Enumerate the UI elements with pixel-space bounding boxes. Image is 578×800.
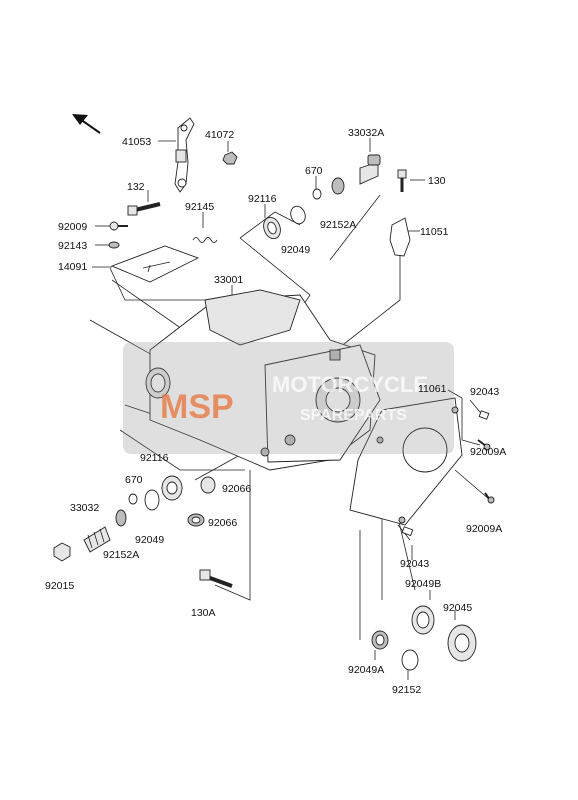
shift-lever-arm-41053: [174, 117, 195, 193]
seal-92049A: [371, 630, 389, 650]
cover-plate-14091: [110, 245, 200, 283]
bolt-130A: [199, 569, 233, 588]
bracket-11051: [389, 217, 411, 257]
label-130A: 130A: [191, 607, 216, 619]
label-92009: 92009: [58, 221, 87, 233]
gasket-cover-11061: [349, 397, 463, 526]
label-92066-1: 92066: [222, 483, 251, 495]
spring-92145: [192, 237, 218, 243]
seal-92049-bottom: [144, 489, 160, 511]
label-92009A-1: 92009A: [470, 446, 506, 458]
label-33032: 33032: [70, 502, 99, 514]
label-92043-top: 92043: [470, 386, 499, 398]
collar-92152A-top: [331, 177, 345, 195]
bearing-92116-top: [263, 216, 281, 240]
nut-41072: [222, 151, 238, 165]
screw-92009A-1: [477, 439, 491, 451]
label-92116-top: 92116: [248, 193, 277, 205]
pin-92043-bottom: [401, 526, 414, 537]
bolt-132: [127, 202, 161, 216]
label-92049-bottom: 92049: [135, 534, 164, 546]
collar-92152A-bottom: [115, 509, 127, 527]
watermark: MSP MOTORCYCLE SPAREPARTS: [123, 342, 454, 454]
screw-92009: [109, 221, 128, 231]
shaft-33032A: [359, 154, 381, 185]
screw-92009A-2: [484, 492, 495, 504]
washer-92143: [108, 241, 120, 249]
label-33001: 33001: [214, 274, 243, 286]
bearing-92116-bottom: [161, 475, 183, 501]
part-labels: 41053 41072 132 92145 92009 92143 14091 …: [45, 127, 506, 696]
label-41053: 41053: [122, 136, 151, 148]
label-670-top: 670: [305, 165, 323, 177]
svg-text:SPAREPARTS: SPAREPARTS: [300, 407, 407, 424]
svg-text:MSP: MSP: [160, 388, 234, 426]
label-92049B: 92049B: [405, 578, 441, 590]
label-11051: 11051: [420, 226, 449, 238]
label-92009A-2: 92009A: [466, 523, 502, 535]
transmission-case-33001: [145, 289, 381, 471]
label-130: 130: [428, 175, 446, 187]
label-92049A: 92049A: [348, 664, 384, 676]
label-92152A-bottom: 92152A: [103, 549, 139, 561]
oring-670-bottom: [128, 493, 138, 505]
label-92152: 92152: [392, 684, 421, 696]
label-92045: 92045: [443, 602, 472, 614]
shaft-33032: [83, 526, 111, 553]
label-41072: 41072: [205, 129, 234, 141]
seal-92049-top: [290, 205, 306, 225]
label-92015: 92015: [45, 580, 74, 592]
front-direction-arrow-icon: [72, 114, 101, 134]
label-92143: 92143: [58, 240, 87, 252]
label-11061: 11061: [418, 383, 447, 395]
label-92043-bottom: 92043: [400, 558, 429, 570]
seal-92066-1: [200, 476, 216, 494]
bolt-130: [397, 169, 407, 192]
collar-92152: [401, 649, 419, 671]
label-132: 132: [127, 181, 145, 193]
seal-92066-2: [187, 513, 205, 527]
label-33032A: 33032A: [348, 127, 384, 139]
bearing-92045: [447, 624, 477, 662]
seal-92049B: [411, 605, 435, 635]
nut-92015: [53, 542, 71, 562]
label-92145: 92145: [185, 201, 214, 213]
label-670-bottom: 670: [125, 474, 143, 486]
label-14091: 14091: [58, 261, 87, 273]
label-92116-bottom: 92116: [140, 452, 169, 464]
label-92066-2: 92066: [208, 517, 237, 529]
svg-text:MOTORCYCLE: MOTORCYCLE: [272, 372, 428, 397]
pin-92043-top: [478, 410, 490, 420]
label-92152A-top: 92152A: [320, 219, 356, 231]
label-92049-top: 92049: [281, 244, 310, 256]
oring-670-top: [312, 188, 322, 200]
